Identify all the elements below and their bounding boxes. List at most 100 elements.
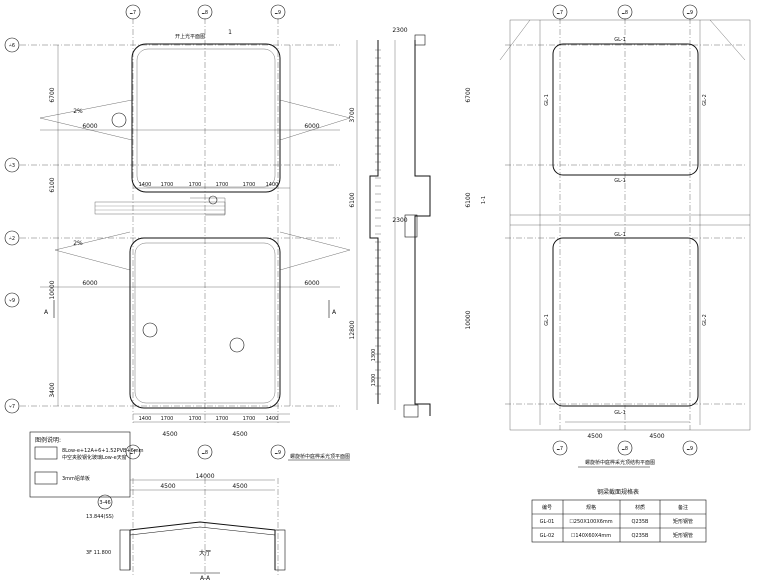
dim-text: 1300 <box>371 374 377 387</box>
left-plan-dims: 6000 6000 6000 6000 2% 2% 1 开上光平面图 1400 … <box>44 29 350 460</box>
dim-text: 4500 <box>649 433 664 440</box>
dim-text: 2300 <box>392 217 407 224</box>
dim-text: 1400 <box>266 182 279 188</box>
dim-text: 2300 <box>392 27 407 34</box>
axis-label: ⑂9 <box>9 298 15 304</box>
axis-label: ⑉7 <box>130 10 136 16</box>
dim-text: 6700 <box>465 87 472 102</box>
section-aa: 14000 4500 4500 13.844(SS) 3F 11.800 3-4… <box>86 473 286 582</box>
section-mark: A <box>332 309 337 316</box>
legend: 图例说明: 8Low-e+12A+6+1.52PVB+6mm 中空夹胶钢化玻璃L… <box>29 431 144 498</box>
left-plan <box>20 18 351 425</box>
table-cell: GL-01 <box>540 519 555 525</box>
dim-text: 3700 <box>349 107 356 122</box>
axis-label: ⑃6 <box>9 43 15 49</box>
beam-label: GL-1 <box>614 37 626 43</box>
dim-text: 6000 <box>82 280 97 287</box>
table-cell: Q235B <box>632 533 649 539</box>
dim-text: 1700 <box>216 182 229 188</box>
axis-bubbles-bottom-right: ⑉7 ⑉8 ⑉9 <box>552 440 698 456</box>
beam-label: GL-2 <box>702 314 708 326</box>
axis-label: ⑉8 <box>202 450 208 456</box>
dim-text: 6000 <box>304 280 319 287</box>
right-plan: GL-1 GL-1 GL-1 GL-1 GL-1 GL-2 GL-1 GL-2 … <box>465 18 750 468</box>
dim-text: 4500 <box>232 483 247 490</box>
dim-text: 10000 <box>465 310 472 329</box>
drawing-title: 螺旋桥中庭桦采光顶平面图 <box>290 453 350 460</box>
table-header: 规格 <box>586 504 596 511</box>
axis-label: ⑉9 <box>687 10 693 16</box>
dim-text: 6700 <box>49 87 56 102</box>
legend-text: 3mm铝单板 <box>62 475 90 482</box>
elevation-text: 13.844(SS) <box>86 514 114 520</box>
dim-text: 1700 <box>161 416 174 422</box>
beam-label: GL-1 <box>544 94 550 106</box>
elevation-ticks <box>375 49 381 395</box>
axis-bubbles-row-left: ⑃6 ⑃3 ⑃2 ⑂9 ⑂7 <box>4 37 20 414</box>
dim-text: 10000 <box>49 280 56 299</box>
dim-text: 1700 <box>189 416 202 422</box>
dim-text: 12800 <box>349 320 356 339</box>
axis-label: ⑉9 <box>687 446 693 452</box>
slope-label: 2% <box>73 240 83 247</box>
beam-label: GL-1 <box>544 314 550 326</box>
dim-text: 1400 <box>139 416 152 422</box>
dim-text: 1700 <box>243 182 256 188</box>
beam-table: 钢梁截面规格表 编号 规格 材质 备注 GL-01 ☐250X100X6mm Q… <box>531 488 707 543</box>
detail-mark: 3-46 <box>99 500 110 506</box>
axis-label: ⑉8 <box>202 10 208 16</box>
axis-bubbles-top-right: ⑉7 ⑉8 ⑉9 <box>552 4 698 20</box>
table-header: 备注 <box>678 504 688 511</box>
drawing-title: 螺旋桥中庭桦采光顶结构平面图 <box>585 459 655 466</box>
elevation: 2300 2300 3700 6100 12800 1300 1300 <box>349 27 431 418</box>
table-cell: ☐250X100X6mm <box>569 519 612 525</box>
axis-label: ⑉7 <box>557 446 563 452</box>
dim-text: 1400 <box>139 182 152 188</box>
dim-text: 1700 <box>161 182 174 188</box>
axis-label: ⑃2 <box>9 236 15 242</box>
table-cell: GL-02 <box>540 533 555 539</box>
table-cell: ☐140X60X4mm <box>571 533 611 539</box>
axis-bubbles-bottom-left: ⑉7 ⑉8 ⑉9 <box>125 444 286 460</box>
dim-text: 4500 <box>232 431 247 438</box>
axis-label: ⑉9 <box>275 10 281 16</box>
beam-label: GL-1 <box>614 410 626 416</box>
dim-text: 1400 <box>266 416 279 422</box>
dim-text: 4500 <box>587 433 602 440</box>
axis-label: ⑉7 <box>130 450 136 456</box>
dim-text: 1300 <box>371 349 377 362</box>
dim-text: 1 <box>228 29 232 36</box>
legend-title: 图例说明: <box>35 436 61 444</box>
beam-label: GL-2 <box>702 94 708 106</box>
axis-label: ⑉8 <box>622 446 628 452</box>
right-frame <box>509 19 751 431</box>
axis-label: ⑂7 <box>9 404 15 410</box>
dim-text: 4500 <box>162 431 177 438</box>
section-mark: A <box>44 309 49 316</box>
dim-text: 6000 <box>304 123 319 130</box>
dim-text: 1700 <box>243 416 256 422</box>
room-label: 大厅 <box>199 549 211 557</box>
table-cell: Q235B <box>632 519 649 525</box>
elevation-text: 3F 11.800 <box>86 550 111 556</box>
note-text: 开上光平面图 <box>175 33 205 40</box>
axis-label: ⑉7 <box>557 10 563 16</box>
table-title: 钢梁截面规格表 <box>597 488 639 496</box>
axis-label: ⑉8 <box>622 10 628 16</box>
dim-text: 1700 <box>216 416 229 422</box>
dim-text: 3400 <box>49 382 56 397</box>
table-cell: 矩形钢管 <box>673 518 693 525</box>
beam-label: GL-1 <box>614 178 626 184</box>
beam-label: GL-1 <box>614 232 626 238</box>
axis-label: ⑉9 <box>275 450 281 456</box>
dim-text: 6000 <box>82 123 97 130</box>
axis-bubbles-top-left: ⑉7 ⑉8 ⑉9 <box>125 4 286 20</box>
section-title: A-A <box>200 575 211 582</box>
axis-label: ⑃3 <box>9 163 15 169</box>
dim-text: 6100 <box>465 192 472 207</box>
dim-text: 6100 <box>349 192 356 207</box>
table-header: 材质 <box>635 504 645 511</box>
table-cell: 矩形钢管 <box>673 532 693 539</box>
table-header: 编号 <box>542 504 552 511</box>
